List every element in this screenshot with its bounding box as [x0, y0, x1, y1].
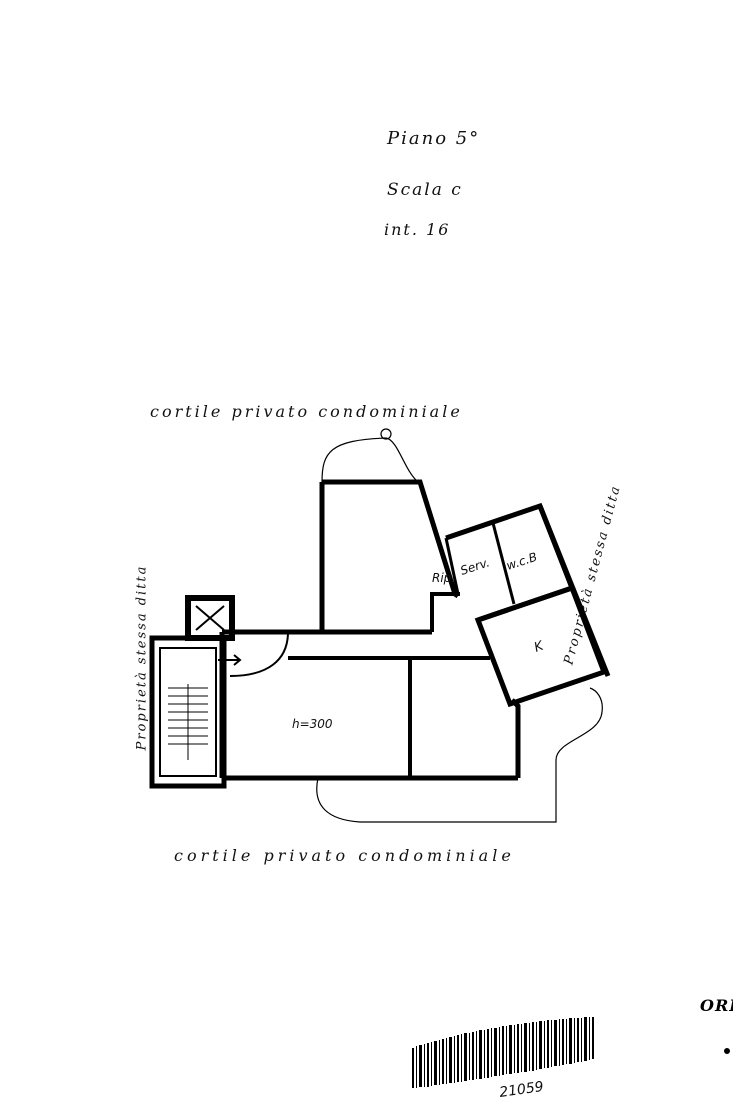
- balcony-lamp: [380, 428, 392, 440]
- entry-door-swing: [229, 631, 289, 677]
- outer-wall-right-lower: [510, 698, 521, 778]
- outer-east: [537, 505, 611, 677]
- stamp-dot: [724, 1048, 730, 1054]
- room-label-height: h=300: [292, 717, 333, 731]
- service-divider: [491, 522, 516, 605]
- stamp-fragment: ORI: [700, 996, 733, 1015]
- courtyard-bottom-label: cortile privato condominiale: [174, 846, 515, 865]
- inner-wall: [430, 592, 460, 632]
- unit-label: int. 16: [384, 220, 451, 239]
- stair-treads: [168, 684, 208, 760]
- barcode-number: 21059: [498, 1079, 544, 1100]
- barcode: [412, 1017, 594, 1088]
- stair-label: Scala c: [387, 180, 463, 200]
- balcony-bottom: [316, 687, 603, 823]
- courtyard-top-label: cortile privato condominiale: [150, 402, 463, 421]
- room-label-kitchen: K: [532, 638, 547, 656]
- entry-arrow: [218, 654, 242, 666]
- room-label-storage: Rip.: [432, 571, 455, 585]
- balcony-top: [321, 437, 419, 483]
- lift-cross: [195, 605, 225, 631]
- floor-label: Piano 5°: [387, 128, 481, 149]
- stair-inner: [159, 647, 217, 777]
- stair-well: [149, 635, 227, 789]
- service-inner: [444, 537, 460, 595]
- room-label-service: Serv.: [459, 555, 492, 578]
- room-label-wc: w.c.B: [505, 550, 539, 573]
